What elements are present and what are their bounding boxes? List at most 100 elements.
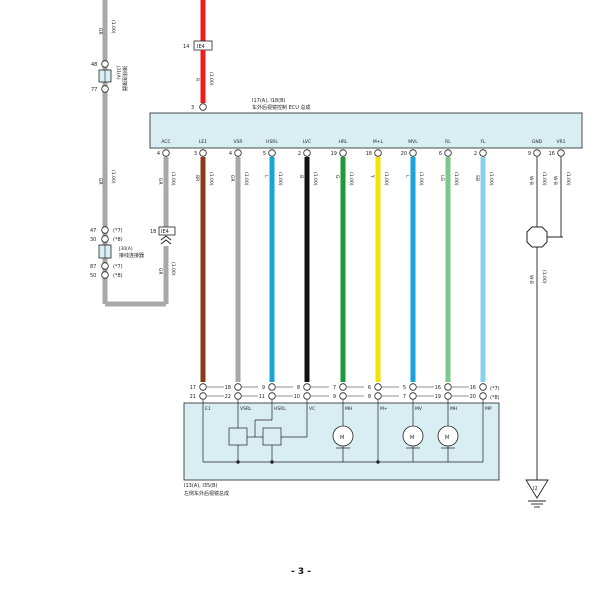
- j30-pin-3-num: 87: [90, 264, 96, 270]
- mirror-pin-label-3: HSRL: [274, 406, 286, 412]
- ecu-pin-num-acc: 4: [157, 151, 160, 157]
- mirror-pin-b-num-8: 19: [435, 394, 441, 400]
- mirror-pin-a-8: [444, 383, 452, 391]
- svg-text:M: M: [340, 435, 344, 441]
- gnd-wire-note: (1.00): [541, 172, 547, 186]
- mirror-pin-a-num-2: 18: [225, 385, 231, 391]
- signal-wire-code-8: LG: [439, 175, 445, 182]
- mirror-pin-a-1: [199, 383, 207, 391]
- j30-pin-1: [101, 226, 109, 234]
- j30-pin-4: [101, 271, 109, 279]
- ecu-pin-label-fl: FL: [480, 139, 486, 145]
- signal-wire-code-6: Y: [369, 174, 375, 178]
- top-wire-code: R: [194, 78, 200, 81]
- mirror-pin-a-4: [303, 383, 311, 391]
- mirror-pin-b-5: [339, 392, 347, 400]
- ecu-pin-hrl: [339, 149, 347, 157]
- vr1-wire-code: W-B: [552, 176, 558, 185]
- ecu-top-pin-num: 3: [191, 105, 194, 111]
- signal-wire-note-2: (1.00): [243, 172, 249, 186]
- mirror-pin-a-9: [479, 383, 487, 391]
- j30-pin-1-num: 47: [90, 228, 96, 234]
- ecu-pin-label-hrl: HRL: [338, 139, 348, 145]
- ie4-top-pin: 14: [183, 44, 189, 50]
- mirror-pin-b-4: [303, 392, 311, 400]
- ecu-name: 车外后视镜控制 ECU 总成: [252, 104, 311, 111]
- left-bus-note-mid: (1.00): [110, 170, 116, 184]
- ecu-pin-fl: [479, 149, 487, 157]
- ecu-pin-gnd: [533, 149, 541, 157]
- mirror-pin-b-9: [479, 392, 487, 400]
- ecu-pin-acc: [162, 149, 170, 157]
- mirror-pin-b-num-7: 7: [403, 394, 406, 400]
- signal-wire-code-9: SB: [474, 175, 480, 181]
- j30-pin-2: [101, 235, 109, 243]
- mirror-pin-b-2: [234, 392, 242, 400]
- ecu-pin-num-hsrl: 5: [263, 151, 266, 157]
- ie4-top-code: IE4: [197, 44, 205, 50]
- svg-text:M: M: [445, 435, 449, 441]
- page-number: - 3 -: [291, 567, 311, 577]
- mirror-pin-b-num-4: 10: [294, 394, 300, 400]
- ecu-pin-num-gnd: 9: [528, 151, 531, 157]
- mirror-pin-label-5: MH: [345, 406, 352, 412]
- mirror-pin-a-6: [374, 383, 382, 391]
- ecu-pin-label-le1: LE1: [199, 139, 207, 145]
- signal-wire-note-7: (1.00): [418, 172, 424, 186]
- shield-splice-icon: [526, 226, 548, 248]
- signal-wire-code-7: L: [404, 175, 410, 178]
- ground-point-label: I2: [533, 486, 538, 492]
- left-bus: GR (1.00) 48 77 J31(A) 接线连接器 GR (1.00) 4…: [90, 0, 166, 307]
- mirror-pin-label-4: VC: [309, 406, 315, 412]
- ecu-pin-hsrl: [268, 149, 276, 157]
- top-wire-note: (1.00): [208, 72, 214, 86]
- mirror-assembly: I13(A), I35(B) 左侧车外后视镜总成 (*7) (*8) 1721E…: [183, 383, 500, 497]
- ecu-pin-num-lvc: 2: [298, 151, 301, 157]
- j31-bottom-num: 77: [91, 87, 97, 93]
- mirror-pin-b-num-1: 21: [190, 394, 196, 400]
- acc-wire-bottom-code: GR: [157, 268, 163, 275]
- j30-name: 接线连接器: [119, 252, 144, 259]
- mirror-pin-a-num-1: 17: [190, 385, 196, 391]
- mirror-pin-a-num-9: 16: [470, 385, 476, 391]
- svg-text:M: M: [410, 435, 414, 441]
- j30-pin-3-variant: (*7): [113, 264, 123, 270]
- signal-wire-code-5: G: [334, 175, 340, 179]
- ecu-pin-num-vsr: 4: [229, 151, 232, 157]
- ecu-pin-row: ACC4LE13VSR4HSRL5LVC2HRL19M+L18MVL20RL6F…: [157, 139, 566, 157]
- j31-name: 接线连接器: [121, 66, 128, 91]
- ecu-pin-num-le1: 3: [194, 151, 197, 157]
- signal-wire-note-1: (1.00): [208, 172, 214, 186]
- ecu-box: I17(A), I18(B) 车外后视镜控制 ECU 总成 ACC4LE13VS…: [149, 98, 583, 157]
- ecu-code: I17(A), I18(B): [252, 98, 286, 104]
- ecu-pin-num-vr1: 16: [549, 151, 555, 157]
- junction-dot-3: [376, 460, 380, 464]
- variant-a-label: (*7): [490, 386, 500, 392]
- j30-code: J30(A): [118, 246, 133, 252]
- junction-dot-2: [270, 460, 274, 464]
- ecu-pin-label-hsrl: HSRL: [266, 139, 278, 145]
- j30-pin-2-variant: (*8): [113, 237, 123, 243]
- signal-wire-code-2: GR: [229, 175, 235, 182]
- ecu-pin-label-mvl: MVL: [408, 139, 418, 145]
- ecu-pin-label-acc: ACC: [161, 139, 170, 145]
- ground-point-icon: [525, 479, 549, 499]
- signal-wires: BR(1.00)GR(1.00)L(1.00)B(1.00)G(1.00)Y(1…: [194, 157, 494, 382]
- signal-wire-note-4: (1.00): [312, 172, 318, 186]
- gnd-lower-code: W-B: [528, 275, 534, 284]
- motor-mv-icon: M: [402, 425, 424, 447]
- mirror-pin-b-num-2: 22: [225, 394, 231, 400]
- signal-wire-note-3: (1.00): [277, 172, 283, 186]
- gnd-wire-code: W-B: [528, 176, 534, 185]
- mirror-pin-b-3: [268, 392, 276, 400]
- mirror-pin-label-8: MH: [450, 406, 457, 412]
- acc-wire-note: (1.00): [170, 172, 176, 186]
- mirror-pin-b-num-3: 11: [259, 394, 265, 400]
- ecu-pin-m+l: [374, 149, 382, 157]
- mirror-pin-b-num-6: 8: [368, 394, 371, 400]
- mirror-pin-label-9: MP: [485, 406, 492, 412]
- j30-pin-1-variant: (*7): [113, 228, 123, 234]
- ground-circuit: W-B (1.00) W-B (1.00) W-B (1.00) I2: [525, 157, 571, 508]
- top-power-wire: IE4 14 R (1.00) 3 B: [183, 0, 214, 120]
